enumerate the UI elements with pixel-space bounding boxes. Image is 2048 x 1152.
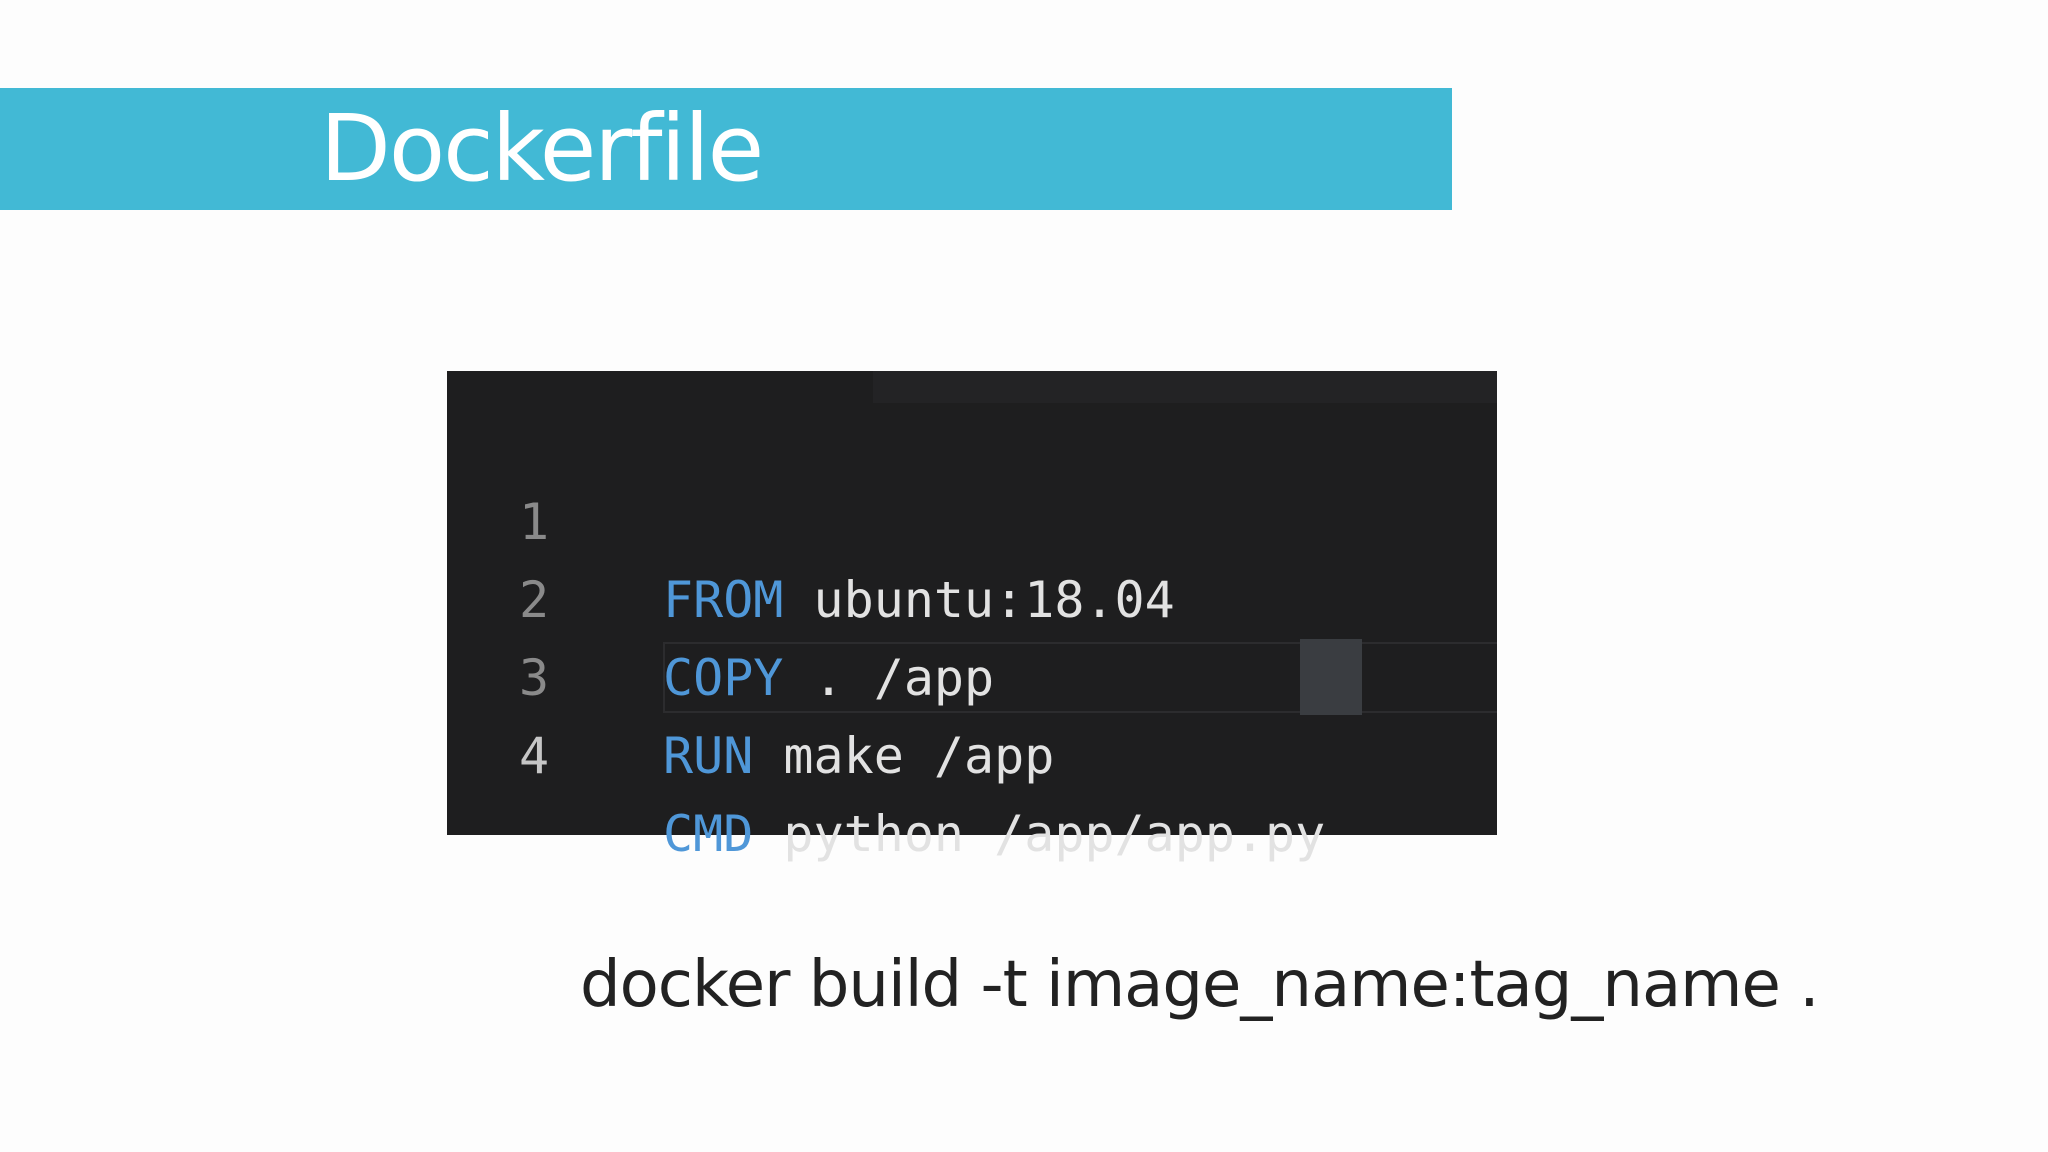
code-text: COPY . /app <box>663 639 994 717</box>
code-keyword: COPY <box>663 649 784 707</box>
current-line-border-bottom <box>663 711 1497 713</box>
title-banner: Dockerfile <box>0 88 1452 210</box>
code-keyword: CMD <box>663 805 754 863</box>
line-number: 3 <box>519 649 550 707</box>
code-keyword: RUN <box>663 727 754 785</box>
code-line-current: 4 CMD python /app/app.py <box>447 639 1497 863</box>
line-number: 1 <box>519 493 550 551</box>
code-text: FROM ubuntu:18.04 <box>663 561 1175 639</box>
code-line: 3 RUN make /app <box>447 561 1497 785</box>
editor-top-strip <box>873 371 1497 403</box>
current-line-border-left <box>663 642 665 713</box>
code-text: CMD python /app/app.py <box>663 795 1325 873</box>
code-line: 2 COPY . /app <box>447 483 1497 707</box>
line-number: 2 <box>519 571 550 629</box>
code-argument: . /app <box>783 649 995 707</box>
build-command: docker build -t image_name:tag_name . <box>580 948 1820 1022</box>
line-number-active: 4 <box>519 727 550 785</box>
code-keyword: FROM <box>663 571 784 629</box>
code-editor-panel: 1 FROM ubuntu:18.04 2 COPY . /app 3 RUN … <box>447 371 1497 863</box>
selection-highlight <box>1300 639 1362 715</box>
slide-title: Dockerfile <box>320 95 764 202</box>
code-argument: ubuntu:18.04 <box>783 571 1175 629</box>
code-text: RUN make /app <box>663 717 1054 795</box>
code-argument: make /app <box>753 727 1055 785</box>
current-line-border-top <box>663 642 1497 644</box>
code-argument: python /app/app.py <box>753 805 1326 863</box>
code-line: 1 FROM ubuntu:18.04 <box>447 405 1497 629</box>
